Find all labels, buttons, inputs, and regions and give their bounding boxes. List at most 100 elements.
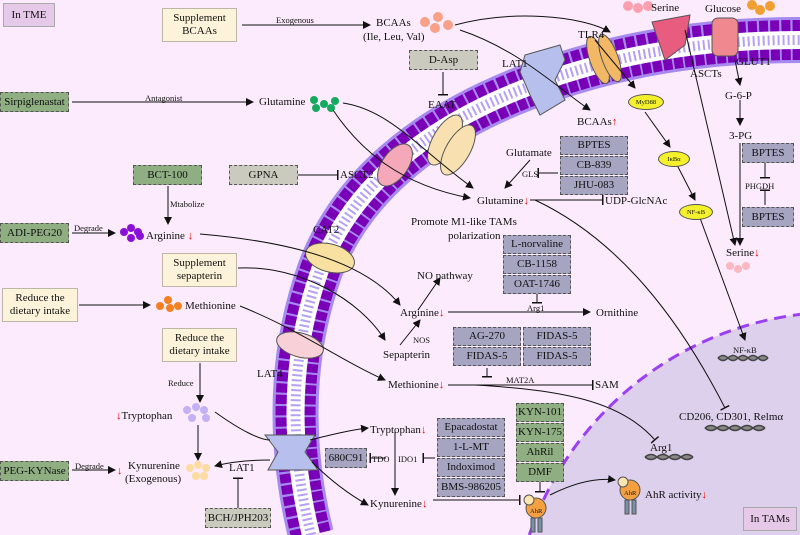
down-arrow-icon: ↓	[438, 307, 445, 319]
methionine-in-text: Methionine	[388, 379, 439, 391]
lat1-bottom-transporter	[263, 434, 319, 471]
reduce-label: Reduce	[168, 378, 194, 388]
mat2a-label: MAT2A	[506, 375, 535, 385]
ahr-activity-label: AhR activity↓	[645, 489, 707, 502]
glutamine-out-label: Glutamine	[259, 96, 306, 108]
kynurenine-exogenous-label: (Exogenous)	[125, 473, 182, 485]
serine-in-text: Serine	[726, 247, 755, 259]
dna-icon-arg1	[644, 453, 694, 461]
lat1-top-transporter	[519, 44, 566, 116]
arginine-in-label: Arginine↓	[400, 307, 444, 320]
phgdh-inhibitor-box: BPTES	[742, 207, 794, 227]
polarization-label: polarization	[448, 230, 501, 242]
eaat-label: EAAT	[428, 99, 457, 111]
gpna-box: GPNA	[229, 165, 298, 185]
myd88-node: MyD88	[628, 94, 664, 110]
680c91-box: 680C91	[325, 448, 367, 468]
mat2a-inhibitor-box: FIDAS-5	[453, 347, 521, 366]
ornithine-label: Ornithine	[596, 307, 639, 319]
glut1-label: GLUT1	[736, 56, 771, 68]
degrade-label-2: Degrade	[75, 461, 104, 471]
sam-label: SAM	[595, 379, 619, 391]
gls-inhibitor-box: BPTES	[560, 136, 628, 155]
no-pathway-label: NO pathway	[417, 270, 473, 282]
antagonist-label: Antagonist	[145, 93, 183, 103]
metabolite-dots	[120, 0, 775, 480]
methionine-in-label: Methionine↓	[388, 379, 444, 392]
ido-inhibitor-box: BMS-986205	[437, 478, 505, 497]
arg1-enzyme-label: Arg1	[527, 303, 545, 313]
asct2-label: ASCT2	[340, 169, 374, 181]
down-arrow-icon: ↓	[420, 424, 427, 436]
g6p-label: G-6-P	[725, 90, 752, 102]
down-arrow-icon: ↓	[523, 195, 529, 207]
ahr-activity-text: AhR activity	[645, 489, 702, 501]
lat4-label: LAT4	[257, 368, 283, 380]
arg1-inhibitor-box: CB-1158	[503, 255, 571, 274]
arginine-out-text: Arginine	[146, 230, 185, 242]
reduce-dietary-intake-box-2: Reduce the dietary intake	[162, 328, 237, 362]
lat4-transporter	[276, 331, 324, 359]
tlr4-label: TLR4	[578, 29, 605, 41]
nfkb-node: NF-κB	[679, 204, 713, 220]
tryptophan-in-text: Tryptophan	[370, 424, 421, 436]
kynurenine-in-text: Kynurenine	[370, 498, 422, 510]
nos-label: NOS	[413, 335, 431, 345]
ikba-node: IκBα	[658, 151, 690, 167]
ahr-inhibitor-box: KYN-175	[516, 423, 564, 442]
promote-label: Promote M1-like TAMs	[411, 216, 517, 228]
tdo-label: TDO	[372, 454, 390, 464]
peg-kynase-box: PEG-KYNase	[0, 461, 69, 481]
down-arrow-icon: ↓	[116, 410, 122, 422]
gls-inhibitor-box: JHU-083	[560, 176, 628, 195]
ascts-label: ASCTs	[690, 68, 722, 80]
dna-icon-nfkb	[717, 354, 769, 362]
tryptophan-in-label: Tryptophan↓	[370, 424, 426, 437]
tryptophan-out-text: Tryptophan	[121, 410, 173, 422]
phgdh-inhibitor-box: BPTES	[742, 143, 794, 163]
bcaas-in-text: BCAAs	[577, 116, 612, 128]
ascts-transporter	[651, 14, 691, 61]
methionine-out-label: Methionine	[185, 300, 236, 312]
ido-inhibitor-box: Epacadostat	[437, 418, 505, 437]
ahr-inhibitor-box: DMF	[516, 463, 564, 482]
lat1-top-label: LAT1	[502, 58, 528, 70]
mat2a-inhibitor-box: FIDAS-5	[523, 327, 591, 346]
3pg-label: 3-PG	[729, 130, 753, 142]
d-asp-box: D-Asp	[409, 50, 478, 70]
ido1-label: IDO1	[398, 454, 418, 464]
mtabolize-label: Mtabolize	[170, 199, 205, 209]
down-arrow-icon: ↓	[187, 230, 194, 242]
glut1-transporter	[711, 17, 739, 57]
reduce-dietary-intake-box-1: Reduce the dietary intake	[2, 288, 78, 322]
pathway-arrows	[72, 15, 770, 508]
down-arrow-icon: ↓	[438, 379, 445, 391]
ido-inhibitor-box: Indoximod	[437, 458, 505, 477]
asct2-transporter	[377, 143, 413, 187]
down-arrow-icon: ↓	[421, 498, 428, 510]
dna-icon-cd206	[704, 424, 766, 432]
ahr-inhibitor-box: KYN-101	[516, 403, 564, 422]
degrade-label-1: Degrade	[74, 223, 103, 233]
nfkb-gene-label: NF-κB	[733, 345, 757, 355]
glucose-label: Glucose	[705, 3, 742, 15]
ahr-receptor-icons	[523, 476, 641, 533]
kynurenine-out-label: Kynurenine	[128, 460, 180, 472]
down-arrow-icon: ↓	[701, 489, 708, 501]
bcaas-in-label: BCAAs↑	[577, 116, 617, 129]
bct-100-box: BCT-100	[133, 165, 202, 185]
sirpiglenastat-box: Sirpiglenastat	[0, 92, 69, 112]
lat1-bottom-label: LAT1	[229, 462, 255, 474]
udp-glcnac-label: UDP-GlcNAc	[605, 195, 668, 207]
mat2a-inhibitor-box: AG-270	[453, 327, 521, 346]
arg1-inhibitor-box: OAT-1746	[503, 275, 571, 294]
ahr-label: AhR	[530, 508, 543, 515]
phgdh-label: PHGDH	[745, 181, 775, 191]
tryptophan-out-label: ↓Tryptophan	[116, 410, 172, 423]
serine-out-label: Serine	[651, 2, 680, 14]
supplement-sepapterin-box: Supplement sepapterin	[162, 253, 237, 287]
kynurenine-in-label: Kynurenine↓	[370, 498, 427, 511]
arginine-in-text: Arginine	[400, 307, 439, 319]
gls-inhibitor-box: CB-839	[560, 156, 628, 175]
